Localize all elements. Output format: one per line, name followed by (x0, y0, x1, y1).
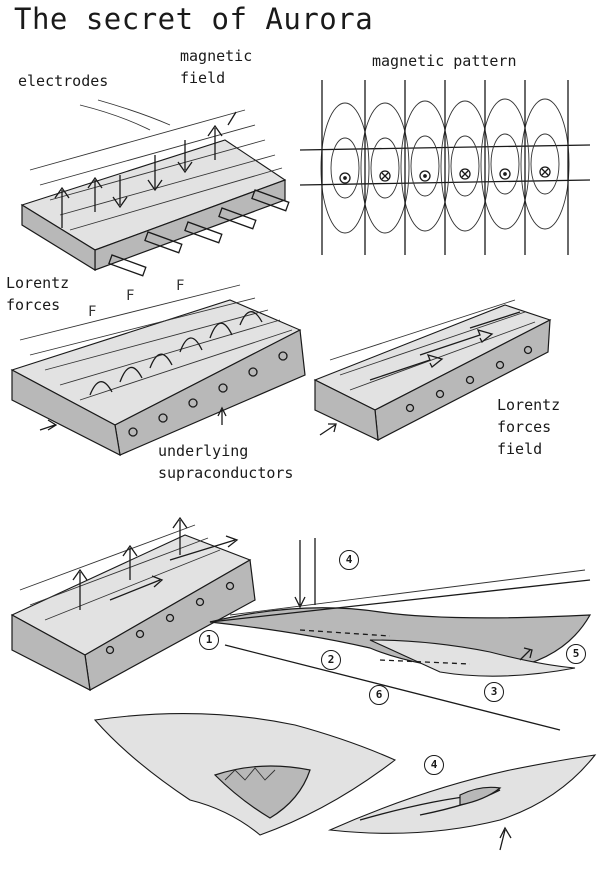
lorentz-field-panel (313, 299, 552, 441)
callout-marker-1: 1 (199, 630, 219, 650)
force-symbol-2: F (126, 288, 134, 304)
electrode-slab-panel (20, 99, 290, 277)
magnetic-field-label: magnetic field (180, 47, 253, 87)
underlying-supraconductors-label: underlying supraconductors (158, 442, 294, 482)
magnetic-pattern-panel (299, 80, 591, 255)
magnetic-pattern-label: magnetic pattern (372, 52, 517, 70)
lorentz-forces-panel (10, 284, 306, 457)
force-symbol-3: F (176, 278, 184, 294)
force-symbol-1: F (88, 304, 96, 320)
callout-marker-5: 5 (566, 644, 586, 664)
callout-marker-3: 3 (484, 682, 504, 702)
lorentz-forces-field-label: Lorentz forces field (497, 396, 561, 458)
combined-slab-panel (10, 516, 256, 692)
page-title: The secret of Aurora (14, 2, 374, 36)
electrodes-label: electrodes (18, 72, 109, 90)
wing-section-panel (209, 538, 592, 731)
callout-marker-4-bottom: 4 (424, 755, 444, 775)
callout-marker-2: 2 (321, 650, 341, 670)
callout-marker-6: 6 (369, 685, 389, 705)
callout-marker-4-top: 4 (339, 550, 359, 570)
lorentz-forces-label: Lorentz forces (6, 274, 70, 314)
lower-wing-panel (93, 713, 597, 851)
